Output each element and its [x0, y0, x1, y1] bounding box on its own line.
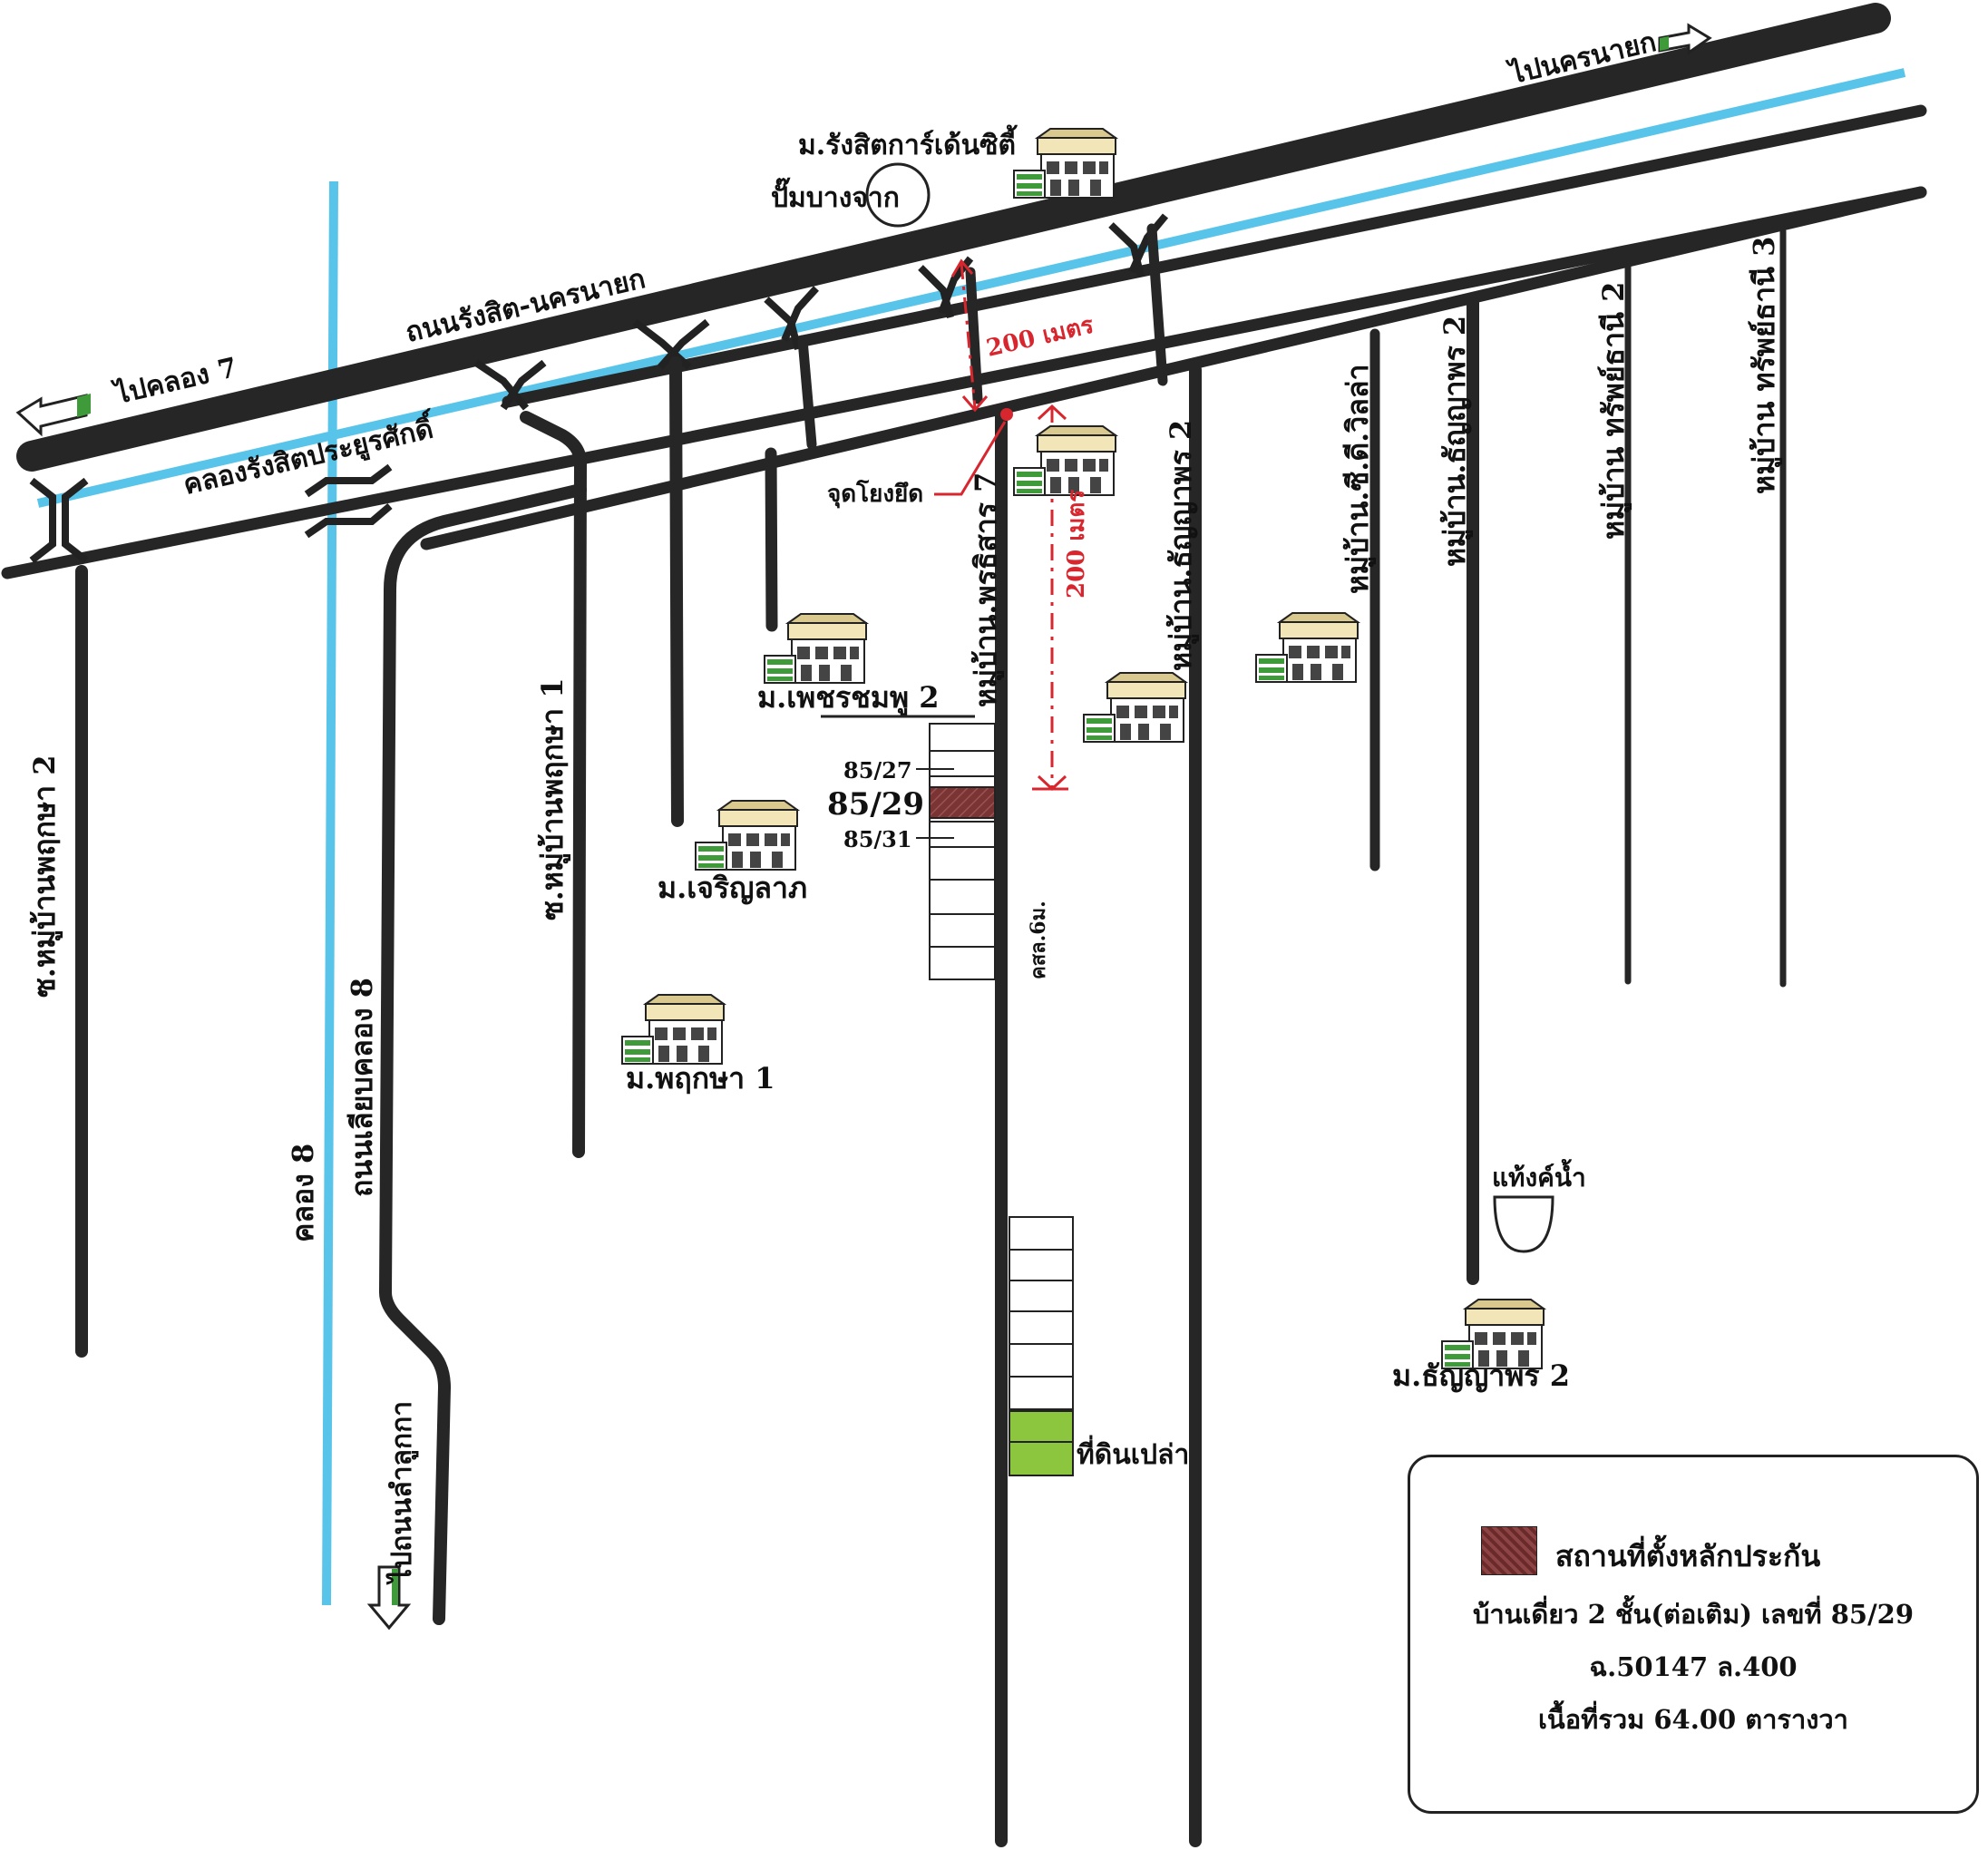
legend-box: สถานที่ตั้งหลักประกัน บ้านเดี่ยว 2 ชั้น(…	[1408, 1455, 1979, 1814]
vacant-land-label: ที่ดินเปล่า	[1077, 1435, 1189, 1471]
legend-swatch	[1481, 1526, 1537, 1575]
soi-charoen-lap-road	[669, 356, 684, 827]
water-tank-label: แท้งค์น้ำ	[1492, 1158, 1586, 1193]
rangsit-nakhon-nayok-highway	[16, 3, 1891, 472]
thanyaporn-2-road-label: หมู่บ้าน.ธัญญาพร 2	[1164, 420, 1200, 671]
khlong-8-line	[322, 180, 338, 1606]
charoen-lap-label: ม.เจริญลาภ	[658, 871, 807, 905]
legend-title: สถานที่ตั้งหลักประกัน	[1555, 1539, 1821, 1573]
distance-marker-side	[1032, 404, 1068, 792]
soi-pruksa-1-label: ซ.หมู่บ้านพฤกษา 1	[535, 677, 571, 920]
plot-85-29-label: 85/29	[827, 786, 924, 823]
house-icon	[764, 613, 867, 684]
house-icon	[695, 800, 798, 871]
house-icon	[621, 994, 725, 1065]
vacant-land-plot	[1009, 1410, 1074, 1476]
kh-sol-6m-label: คสล.6ม.	[1027, 901, 1050, 979]
plot-85-31-label: 85/31	[843, 826, 912, 852]
soi-connector-b	[965, 267, 983, 404]
plot-row-upper	[929, 723, 996, 980]
soi-pruksa-1-road	[520, 411, 588, 1158]
khlong-8-road-label: ถนนเลียบคลอง 8	[345, 978, 379, 1197]
khlong-8-label: คลอง 8	[286, 1144, 320, 1242]
gas-station-label: ปั๊มบางจาก	[771, 177, 900, 214]
thanyaporn-2-house-label: ม.ธัญญาพร 2	[1392, 1358, 1570, 1393]
phet-chomphu-label: ม.เพชรชมพู 2	[757, 680, 939, 716]
arrow-to-khlong-7-icon	[15, 394, 91, 437]
start-point-label: จุดโยงยึด	[827, 479, 923, 509]
sapthani-2-label: หมู่บ้าน ทรัพย์ธานี 2	[1596, 282, 1632, 540]
legend-line-2: ฉ.50147 ล.400	[1589, 1651, 1798, 1682]
distance-side-label: 200 เมตร	[1063, 490, 1090, 599]
soi-connector-a	[797, 335, 817, 450]
legend-line-3: เนื้อที่รวม 64.00 ตารางวา	[1538, 1704, 1848, 1735]
thanyaporn-2b-label: หมู่บ้าน.ธัญญาพร 2	[1437, 316, 1474, 567]
khlong-8-bypass-road	[378, 483, 587, 1625]
soi-phet-chomphu-road	[765, 447, 778, 632]
house-icon	[1013, 128, 1116, 199]
pruksa-1-label: ม.พฤกษา 1	[626, 1061, 775, 1095]
house-icon	[1255, 612, 1359, 683]
house-icon	[1013, 425, 1116, 496]
frontage-road-upper	[502, 104, 1927, 408]
start-point-leader	[934, 421, 1007, 496]
plot-85-27-label: 85/27	[843, 757, 912, 784]
distance-marker-top	[950, 258, 989, 413]
legend-line-1: บ้านเดี่ยว 2 ชั้น(ต่อเติม) เลขที่ 85/29	[1472, 1599, 1915, 1630]
plot-ticks	[916, 768, 954, 839]
water-tank-icon	[1493, 1195, 1554, 1253]
gas-station-icon	[865, 162, 931, 228]
cd-villa-label: หมู่บ้าน.ซี.ดี.วิลล่า	[1340, 365, 1377, 594]
sapthani-3-label: หมู่บ้าน ทรัพย์ธานี 3	[1747, 237, 1783, 494]
start-point-dot	[1000, 408, 1013, 421]
ponsilan-7-label: หมู่บ้าน.พรธิสาร 7	[969, 472, 1005, 707]
arrow-to-nakhon-nayok-icon	[1658, 23, 1712, 55]
arrow-to-lam-luk-ka-icon	[366, 1565, 412, 1631]
to-lam-luk-ka-label: ไปถนนลำลูกกา	[385, 1401, 419, 1585]
garden-city-label: ม.รังสิตการ์เด้นซิตี้	[798, 124, 1018, 161]
soi-pruksa-2-label: ซ.หมู่บ้านพฤกษา 2	[27, 755, 63, 998]
soi-connector-c	[1146, 223, 1168, 386]
frontage-road-lower	[1, 186, 1927, 579]
house-icon	[1083, 672, 1186, 743]
subject-plot-85-29	[929, 786, 996, 819]
